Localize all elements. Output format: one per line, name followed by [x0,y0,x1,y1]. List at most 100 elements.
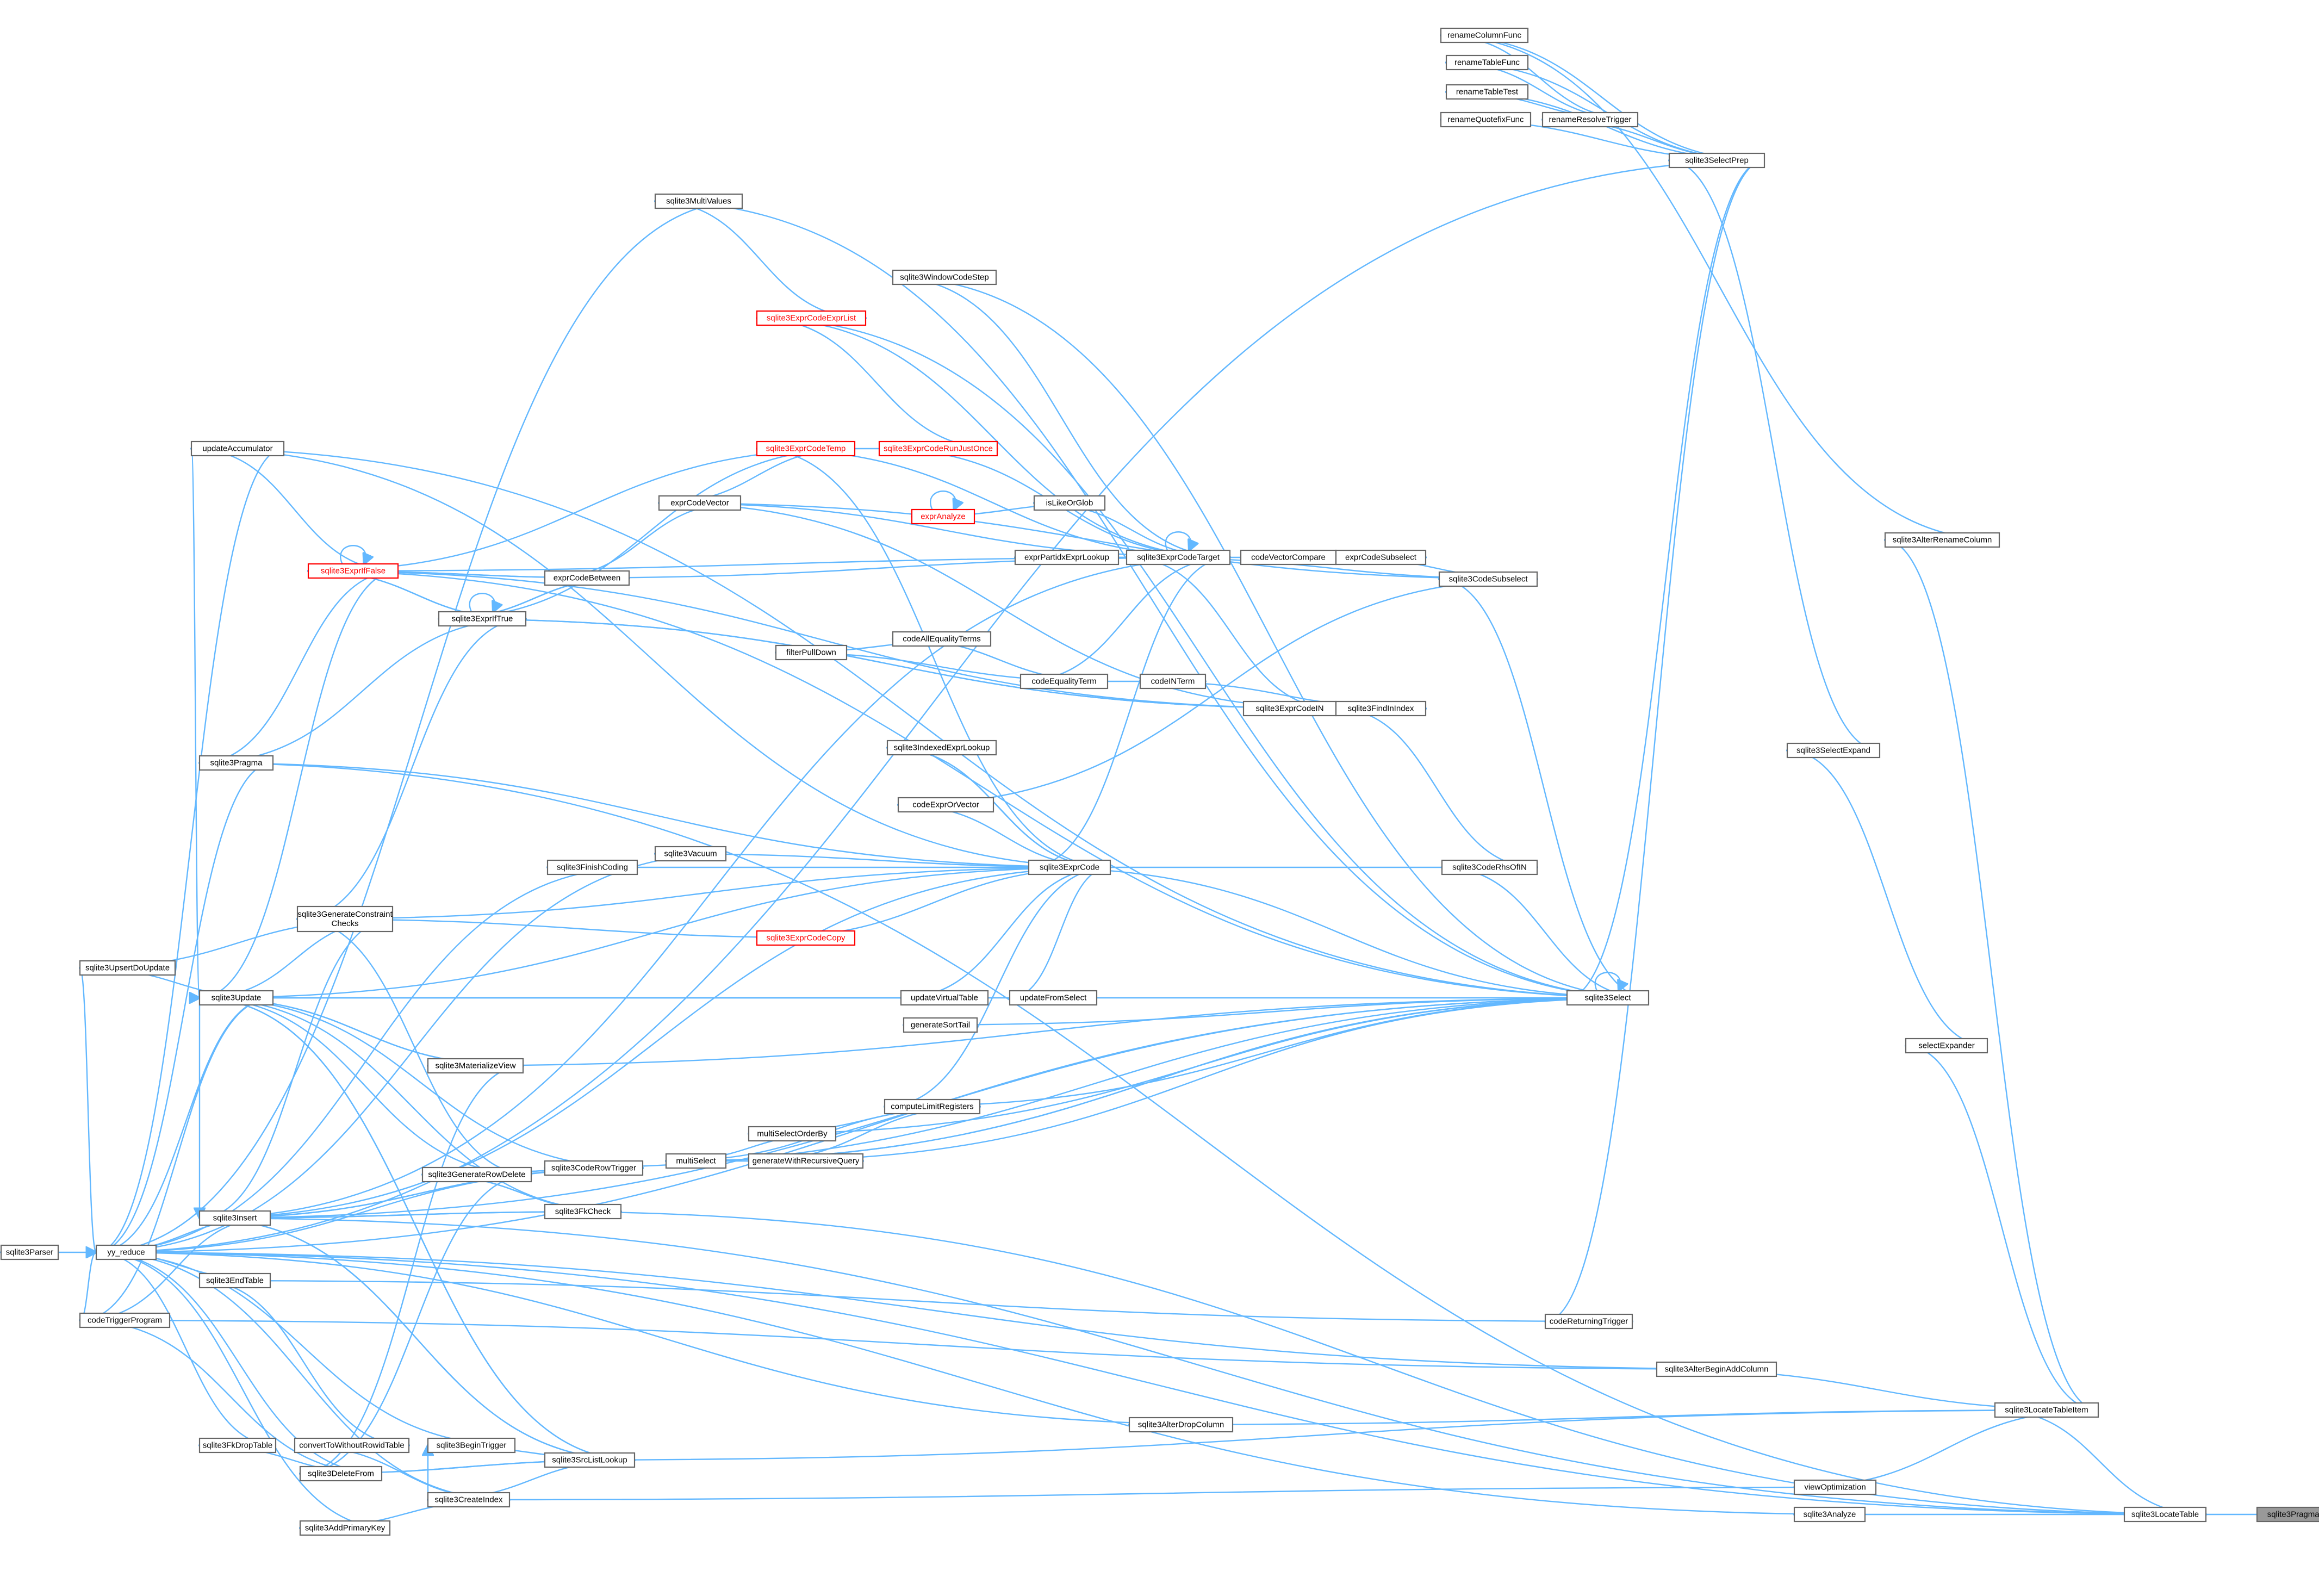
function-node-sqlite3Pragma[interactable]: sqlite3Pragma [198,755,274,771]
function-node-updateAccumulator[interactable]: updateAccumulator [190,440,285,457]
call-edge-sqlite3SrcListLookup-to-sqlite3Update [199,997,635,1460]
call-edge-multiSelect-to-sqlite3Select [666,997,1649,1161]
function-node-sqlite3Update[interactable]: sqlite3Update [198,990,274,1006]
function-node-sqlite3SelectPrep[interactable]: sqlite3SelectPrep [1668,152,1765,169]
node-label: sqlite3ExprCodeExprList [767,314,856,323]
function-node-generateSortTail[interactable]: generateSortTail [903,1017,978,1033]
call-edge-sqlite3CodeSubselect-to-exprCodeVector [658,502,1537,579]
node-label: sqlite3GenerateConstraint [297,910,393,919]
node-box [756,440,856,457]
call-edge-sqlite3LocateTable-to-sqlite3Insert [199,1217,2206,1514]
call-edge-yy_reduce-to-sqlite3UpsertDoUpdate [79,967,96,1252]
function-node-sqlite3ExprCodeTarget[interactable]: sqlite3ExprCodeTarget [1126,549,1231,566]
function-node-codeINTerm[interactable]: codeINTerm [1139,673,1207,690]
function-node-multiSelect[interactable]: multiSelect [665,1153,727,1169]
node-box [1440,27,1529,44]
function-node-updateVirtualTable[interactable]: updateVirtualTable [900,990,989,1006]
function-node-sqlite3GenerateRowDelete[interactable]: sqlite3GenerateRowDelete [421,1166,532,1183]
function-node-generateWithRecursiveQuery[interactable]: generateWithRecursiveQuery [748,1153,864,1169]
function-node-yy_reduce[interactable]: yy_reduce [95,1244,157,1260]
function-node-sqlite3ExprCodeRunJustOnce[interactable]: sqlite3ExprCodeRunJustOnce [878,440,998,457]
function-node-sqlite3ExprCodeTemp[interactable]: sqlite3ExprCodeTemp [756,440,856,457]
function-node-sqlite3PragmaVtabRegister[interactable]: sqlite3PragmaVtabRegister [2256,1506,2319,1523]
function-node-sqlite3Vacuum[interactable]: sqlite3Vacuum [654,846,727,862]
function-node-sqlite3FkCheck[interactable]: sqlite3FkCheck [544,1203,622,1220]
function-node-sqlite3FkDropTable[interactable]: sqlite3FkDropTable [198,1437,277,1454]
function-node-sqlite3FindInIndex[interactable]: sqlite3FindInIndex [1335,700,1427,717]
function-node-codeReturningTrigger[interactable]: codeReturningTrigger [1544,1313,1633,1330]
function-node-sqlite3Parser[interactable]: sqlite3Parser [0,1244,59,1260]
node-box [79,1312,171,1328]
function-node-sqlite3SrcListLookup[interactable]: sqlite3SrcListLookup [544,1452,636,1468]
function-node-exprPartidxExprLookup[interactable]: exprPartidxExprLookup [1014,549,1120,566]
function-node-sqlite3UpsertDoUpdate[interactable]: sqlite3UpsertDoUpdate [79,960,176,976]
function-node-sqlite3MultiValues[interactable]: sqlite3MultiValues [654,193,743,209]
function-node-exprCodeVector[interactable]: exprCodeVector [658,495,742,511]
node-label: sqlite3CodeRowTrigger [551,1164,636,1173]
function-node-codeTriggerProgram[interactable]: codeTriggerProgram [79,1312,171,1328]
call-edge-sqlite3GenerateRowDelete-to-sqlite3GenerateConstraintChecks [297,918,531,1175]
function-node-sqlite3ExprCodeExprList[interactable]: sqlite3ExprCodeExprList [756,310,867,326]
node-label: renameResolveTrigger [1549,115,1631,125]
function-node-isLikeOrGlob[interactable]: isLikeOrGlob [1033,495,1106,511]
function-node-selectExpander[interactable]: selectExpander [1905,1038,1988,1054]
call-edge-sqlite3ExprIfTrue-to-sqlite3ExprIfTrue [469,593,495,612]
function-node-sqlite3SelectExpand[interactable]: sqlite3SelectExpand [1786,742,1881,759]
function-node-renameTableTest[interactable]: renameTableTest [1445,84,1529,100]
function-node-sqlite3IndexedExprLookup[interactable]: sqlite3IndexedExprLookup [886,740,997,756]
node-box [1033,495,1106,511]
function-node-sqlite3Select[interactable]: sqlite3Select [1566,990,1650,1006]
function-node-sqlite3ExprIfTrue[interactable]: sqlite3ExprIfTrue [438,611,527,627]
function-node-sqlite3EndTable[interactable]: sqlite3EndTable [198,1272,271,1289]
function-node-filterPullDown[interactable]: filterPullDown [775,644,848,661]
node-label: sqlite3Select [1584,993,1631,1003]
function-node-sqlite3ExprIfFalse[interactable]: sqlite3ExprIfFalse [307,563,399,579]
function-node-sqlite3ExprCodeIN[interactable]: sqlite3ExprCodeIN [1242,700,1337,717]
function-node-sqlite3AlterBeginAddColumn[interactable]: sqlite3AlterBeginAddColumn [1656,1361,1777,1377]
function-node-codeAllEqualityTerms[interactable]: codeAllEqualityTerms [892,631,992,647]
node-box [544,1203,622,1220]
function-node-renameTableFunc[interactable]: renameTableFunc [1445,54,1529,71]
function-node-sqlite3Analyze[interactable]: sqlite3Analyze [1793,1506,1866,1523]
function-node-renameQuotefixFunc[interactable]: renameQuotefixFunc [1440,111,1532,128]
function-node-computeLimitRegisters[interactable]: computeLimitRegisters [884,1098,981,1115]
node-box [1905,1038,1988,1054]
function-node-sqlite3DeleteFrom[interactable]: sqlite3DeleteFrom [299,1465,383,1482]
node-label: sqlite3AlterDropColumn [1138,1420,1224,1430]
function-node-viewOptimization[interactable]: viewOptimization [1793,1479,1877,1495]
function-node-sqlite3WindowCodeStep[interactable]: sqlite3WindowCodeStep [892,269,997,285]
node-label: renameTableFunc [1454,58,1520,67]
call-edge-codeTriggerProgram-to-sqlite3AlterBeginAddColumn [80,1320,1777,1370]
function-node-sqlite3LocateTableItem[interactable]: sqlite3LocateTableItem [1994,1402,2099,1418]
function-node-sqlite3CodeSubselect[interactable]: sqlite3CodeSubselect [1438,571,1538,587]
node-label: sqlite3ExprCodeIN [1255,704,1323,713]
function-node-sqlite3CreateIndex[interactable]: sqlite3CreateIndex [427,1492,511,1508]
function-node-exprCodeBetween[interactable]: exprCodeBetween [544,570,630,586]
function-node-sqlite3BeginTrigger[interactable]: sqlite3BeginTrigger [427,1437,516,1454]
function-node-sqlite3AlterDropColumn[interactable]: sqlite3AlterDropColumn [1128,1417,1234,1433]
function-node-sqlite3LocateTable[interactable]: sqlite3LocateTable [2123,1506,2207,1523]
node-label: exprAnalyze [921,512,966,521]
function-node-exprCodeSubselect[interactable]: exprCodeSubselect [1335,549,1427,566]
function-node-sqlite3AddPrimaryKey[interactable]: sqlite3AddPrimaryKey [299,1520,391,1536]
node-box [878,440,998,457]
function-node-codeVectorCompare[interactable]: codeVectorCompare [1240,549,1337,566]
function-node-sqlite3Insert[interactable]: sqlite3Insert [198,1210,271,1226]
function-node-sqlite3CodeRowTrigger[interactable]: sqlite3CodeRowTrigger [544,1160,644,1176]
node-label: sqlite3Vacuum [664,849,717,859]
function-node-sqlite3ExprCode[interactable]: sqlite3ExprCode [1028,859,1111,875]
function-node-sqlite3ExprCodeCopy[interactable]: sqlite3ExprCodeCopy [756,930,856,946]
function-node-sqlite3MaterializeView[interactable]: sqlite3MaterializeView [427,1058,524,1074]
function-node-sqlite3AlterRenameColumn[interactable]: sqlite3AlterRenameColumn [1884,532,2000,548]
function-node-convertToWithoutRowidTable[interactable]: convertToWithoutRowidTable [294,1437,410,1454]
function-node-codeEqualityTerm[interactable]: codeEqualityTerm [1019,673,1109,690]
function-node-renameResolveTrigger[interactable]: renameResolveTrigger [1541,111,1639,128]
function-node-sqlite3CodeRhsOfIN[interactable]: sqlite3CodeRhsOfIN [1441,859,1538,875]
function-node-exprAnalyze[interactable]: exprAnalyze [911,508,975,525]
function-node-updateFromSelect[interactable]: updateFromSelect [1009,990,1098,1006]
function-node-codeExprOrVector[interactable]: codeExprOrVector [897,797,994,813]
function-node-renameColumnFunc[interactable]: renameColumnFunc [1440,27,1529,44]
function-node-multiSelectOrderBy[interactable]: multiSelectOrderBy [748,1126,837,1142]
function-node-sqlite3FinishCoding[interactable]: sqlite3FinishCoding [546,859,638,875]
